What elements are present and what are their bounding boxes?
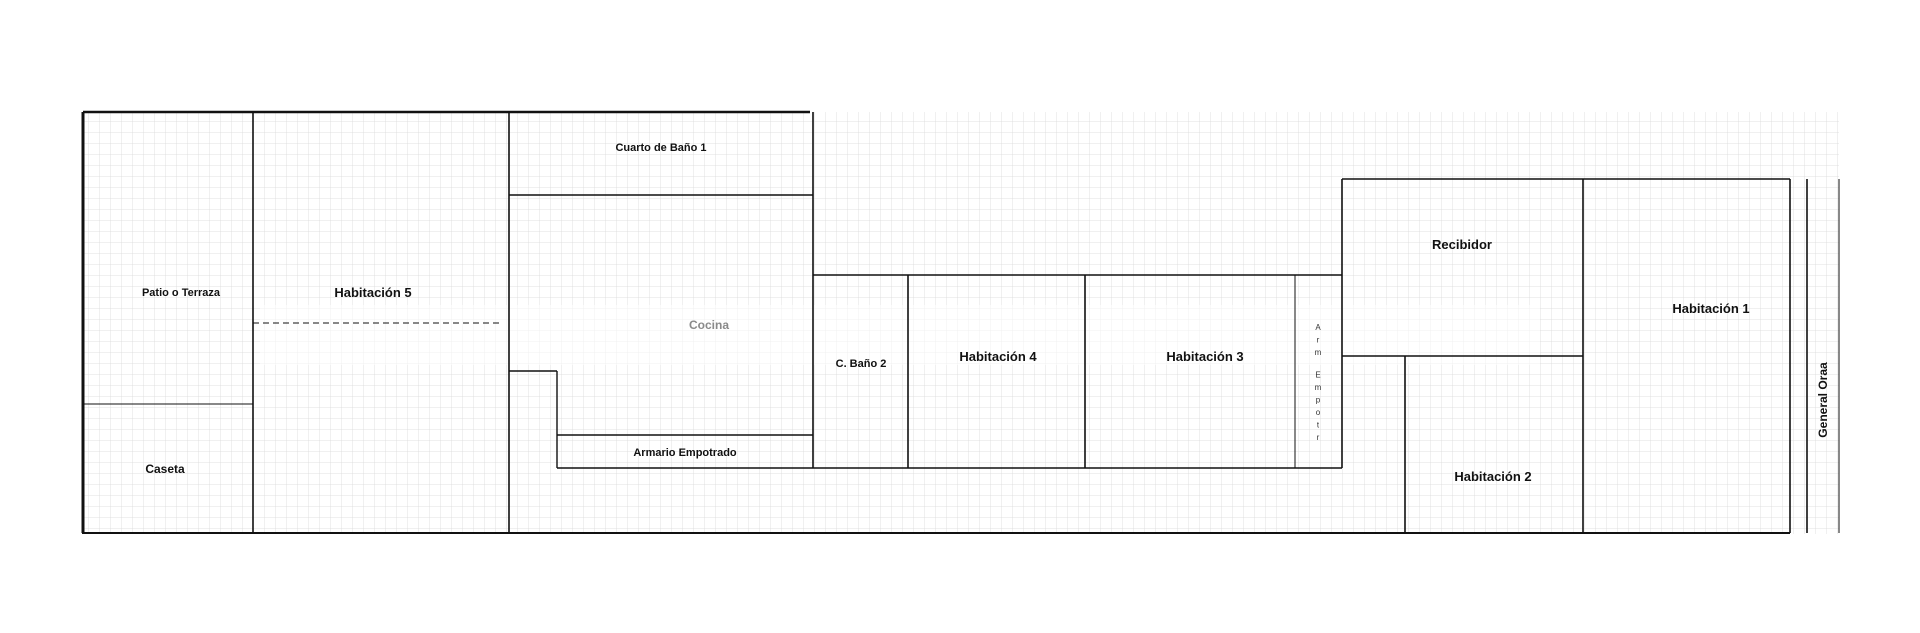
watermark-band <box>260 305 1540 365</box>
arm-empotr-letter: r <box>1317 433 1320 442</box>
room-label-patio: Patio o Terraza <box>142 287 221 299</box>
room-label-habitacion-3: Habitación 3 <box>1166 349 1243 364</box>
arm-empotr-letter: r <box>1317 336 1320 345</box>
room-label-caseta: Caseta <box>145 462 185 476</box>
room-label-habitacion-5: Habitación 5 <box>334 285 411 300</box>
street-label: General Oraa <box>1816 362 1830 438</box>
arm-empotr-letter: t <box>1317 421 1320 430</box>
arm-empotr-letter: p <box>1316 396 1321 405</box>
room-label-habitacion-4: Habitación 4 <box>959 349 1037 364</box>
room-label-bano-2: C. Baño 2 <box>836 358 887 370</box>
arm-empotr-letter: m <box>1315 383 1322 392</box>
arm-empotr-letter: A <box>1315 323 1321 332</box>
room-label-armario: Armario Empotrado <box>633 447 737 459</box>
walls <box>81 110 1840 534</box>
room-label-habitacion-2: Habitación 2 <box>1454 469 1531 484</box>
arm-empotr-letter: o <box>1316 408 1321 417</box>
arm-empotr-letter: E <box>1315 371 1320 380</box>
room-label-habitacion-1: Habitación 1 <box>1672 301 1749 316</box>
room-label-cocina: Cocina <box>689 318 729 332</box>
arm-empotr-letter: m <box>1315 348 1322 357</box>
room-label-bano-1: Cuarto de Baño 1 <box>615 142 706 154</box>
room-label-recibidor: Recibidor <box>1432 237 1492 252</box>
